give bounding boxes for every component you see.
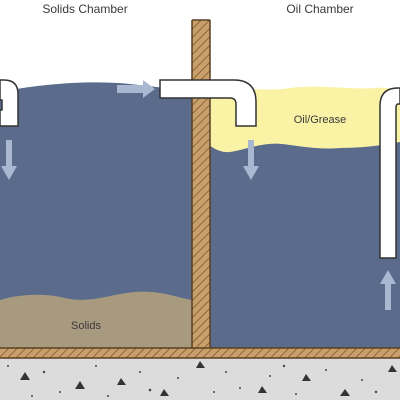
flow-arrow-icon — [380, 270, 396, 310]
baffle-wall — [191, 19, 211, 358]
water-oil-chamber — [210, 132, 400, 348]
concrete-base — [0, 356, 400, 400]
solids-layer — [0, 291, 192, 348]
oil-chamber-label: Oil Chamber — [286, 2, 353, 16]
tank-floor — [0, 347, 400, 359]
solids-label: Solids — [71, 320, 101, 332]
flow-arrow-icon — [1, 140, 17, 180]
oil-grease-label: Oil/Grease — [294, 114, 347, 126]
inlet-elbow-pipe — [0, 79, 19, 127]
flow-arrow-icon — [243, 140, 259, 180]
outlet-pipe — [379, 87, 400, 259]
transfer-pipe — [159, 79, 257, 127]
oil-grease-layer — [210, 86, 400, 153]
water-solids-chamber — [0, 82, 192, 348]
flow-arrow-icon — [117, 80, 155, 98]
solids-chamber-label: Solids Chamber — [42, 2, 127, 16]
